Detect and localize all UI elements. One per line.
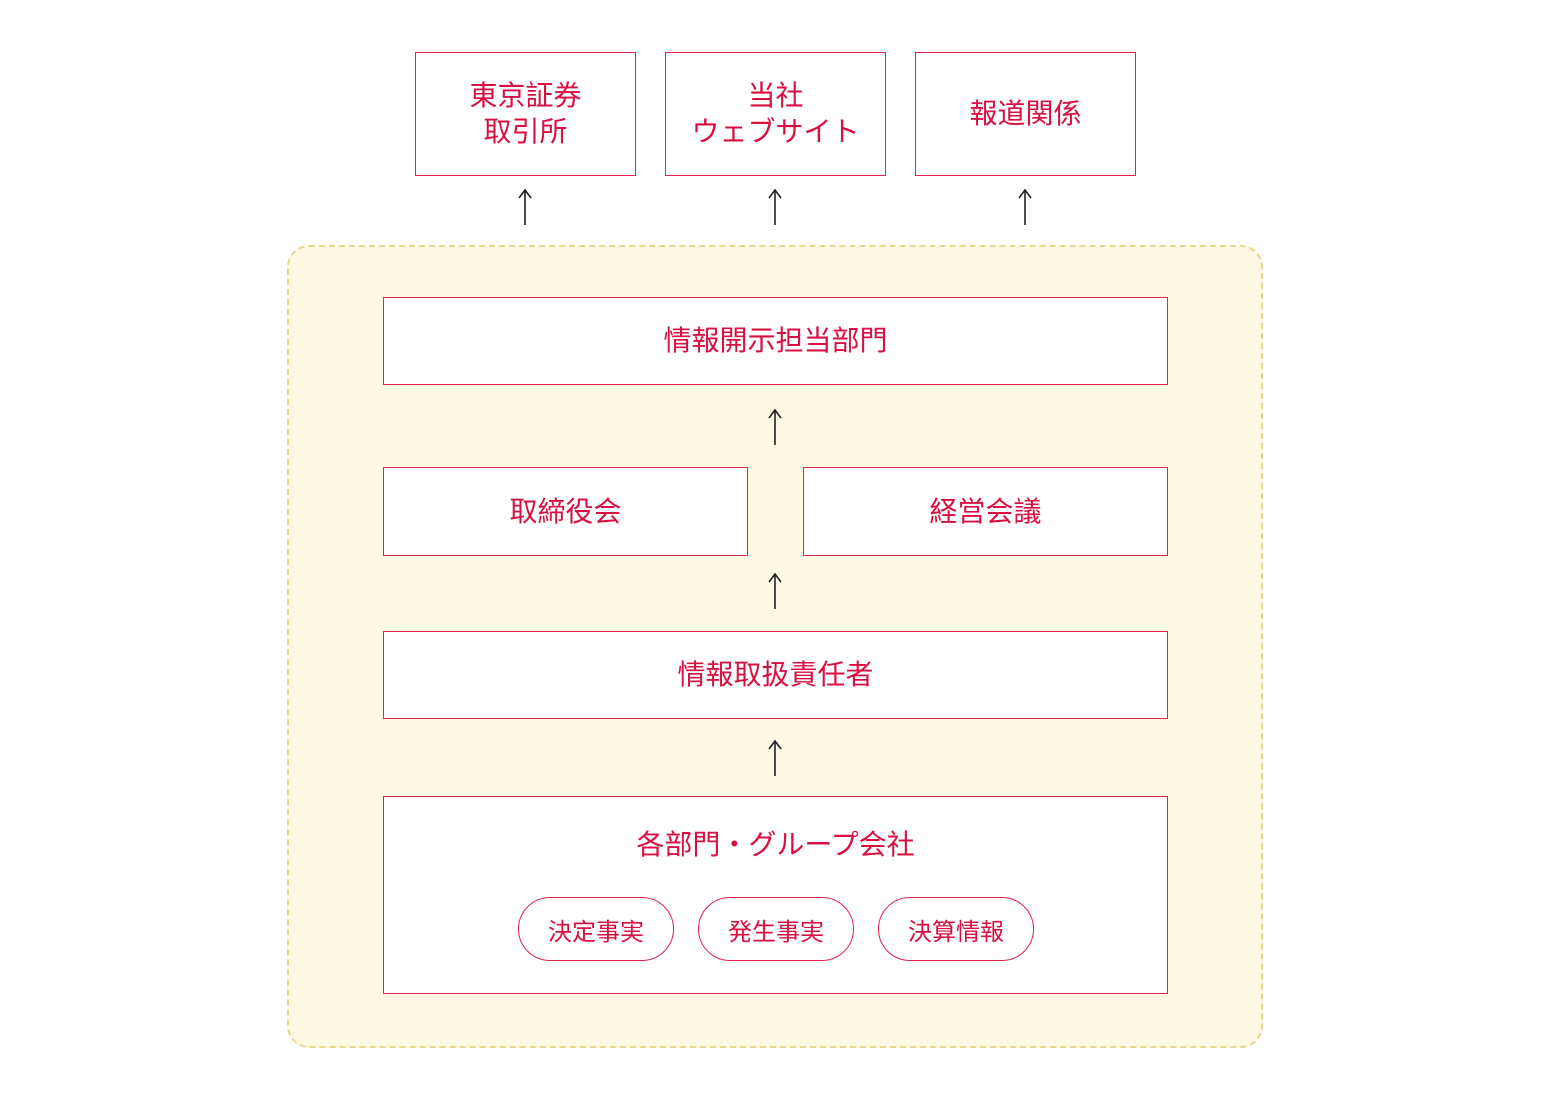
disclosure-dept-label: 情報開示担当部門: [663, 324, 888, 357]
board-label: 取締役会: [509, 494, 622, 528]
departments-box: 各部門・グループ会社 決定事実 発生事実 決算情報: [383, 796, 1168, 994]
occurrence-facts-pill: 発生事実: [698, 897, 854, 961]
up-arrow-icon: [765, 571, 785, 611]
info-officer-box: 情報取扱責任者: [383, 631, 1168, 719]
board-box: 取締役会: [383, 467, 748, 556]
destination-tse-box: 東京証券 取引所: [415, 52, 636, 176]
destination-website-line1: 当社: [747, 79, 804, 112]
management-meeting-label: 経営会議: [929, 494, 1042, 528]
up-arrow-icon: [515, 187, 535, 227]
up-arrow-icon: [765, 738, 785, 778]
financial-results-pill: 決算情報: [878, 897, 1034, 961]
destination-website-box: 当社 ウェブサイト: [665, 52, 886, 176]
destination-press-box: 報道関係: [915, 52, 1136, 176]
destination-tse-line1: 東京証券: [469, 79, 582, 112]
up-arrow-icon: [765, 407, 785, 447]
destination-website-line2: ウェブサイト: [691, 115, 860, 148]
destination-press-label: 報道関係: [969, 97, 1082, 130]
info-officer-label: 情報取扱責任者: [677, 658, 874, 691]
up-arrow-icon: [765, 187, 785, 227]
disclosure-dept-box: 情報開示担当部門: [383, 297, 1168, 385]
up-arrow-icon: [1015, 187, 1035, 227]
destination-tse-line2: 取引所: [483, 115, 568, 148]
departments-title: 各部門・グループ会社: [636, 828, 915, 861]
management-meeting-box: 経営会議: [803, 467, 1168, 556]
decision-facts-pill: 決定事実: [518, 897, 674, 961]
